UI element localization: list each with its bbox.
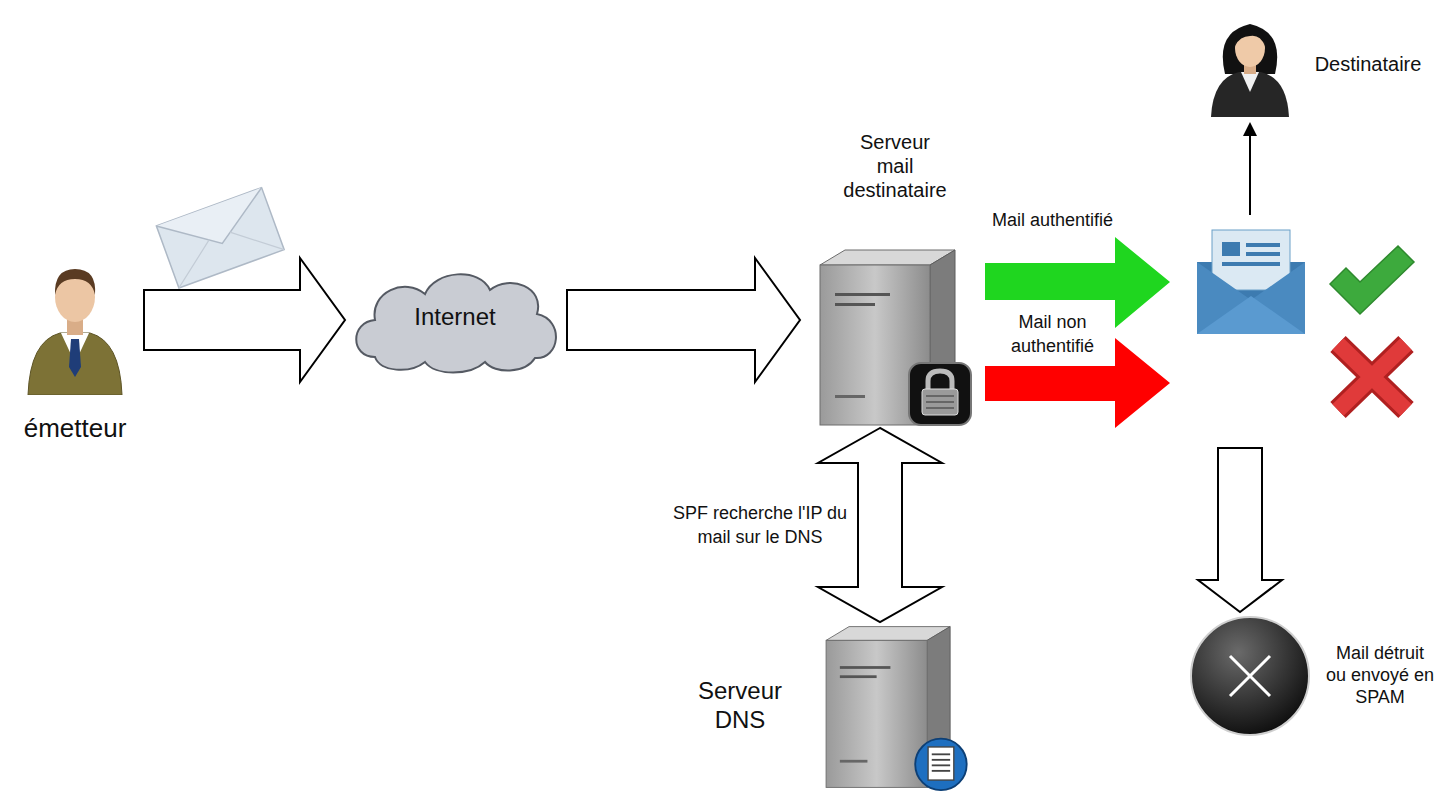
node-icon bbox=[1188, 614, 1312, 738]
node-icon bbox=[815, 622, 975, 792]
node-label: Internet bbox=[345, 302, 565, 332]
node-icon bbox=[815, 245, 975, 430]
mail-icon bbox=[1197, 230, 1305, 334]
node-label: Serveur DNS bbox=[690, 676, 790, 734]
node-label: Mail détruit ou envoyé en SPAM bbox=[1324, 642, 1436, 708]
discard-arrow bbox=[1198, 448, 1282, 612]
recipient-person: Destinataire bbox=[1205, 12, 1445, 122]
discard-symbol: Mail détruit ou envoyé en SPAM bbox=[1188, 612, 1444, 740]
block-arrow-outline bbox=[144, 258, 345, 382]
block-arrow bbox=[567, 258, 800, 382]
node-icon bbox=[20, 255, 130, 395]
edge-label: SPF recherche l'IP du mail sur le DNS bbox=[670, 501, 850, 549]
block-arrow bbox=[144, 258, 345, 382]
mail-server: Serveur mail destinataire bbox=[800, 130, 985, 428]
node-label: émetteur bbox=[8, 413, 142, 443]
block-arrow-outline bbox=[818, 428, 942, 622]
node-label: Serveur mail destinataire bbox=[840, 130, 950, 202]
block-arrow bbox=[818, 428, 942, 622]
sender-person: émetteur bbox=[8, 255, 144, 450]
envelope-icon bbox=[156, 188, 284, 288]
block-arrow-outline bbox=[567, 258, 800, 382]
internet-cloud: Internet bbox=[345, 262, 567, 378]
dns-server: Serveur DNS bbox=[690, 622, 960, 792]
cross-mark bbox=[1338, 344, 1406, 410]
node-icon bbox=[1205, 12, 1295, 117]
arrow-label: Mail non authentifié bbox=[990, 310, 1115, 358]
delivery-line bbox=[1249, 132, 1251, 215]
delivery-head bbox=[1243, 122, 1257, 136]
check-mark bbox=[1330, 246, 1414, 314]
node-label: Destinataire bbox=[1303, 52, 1433, 76]
arrow-label: Mail authentifié bbox=[990, 208, 1115, 232]
